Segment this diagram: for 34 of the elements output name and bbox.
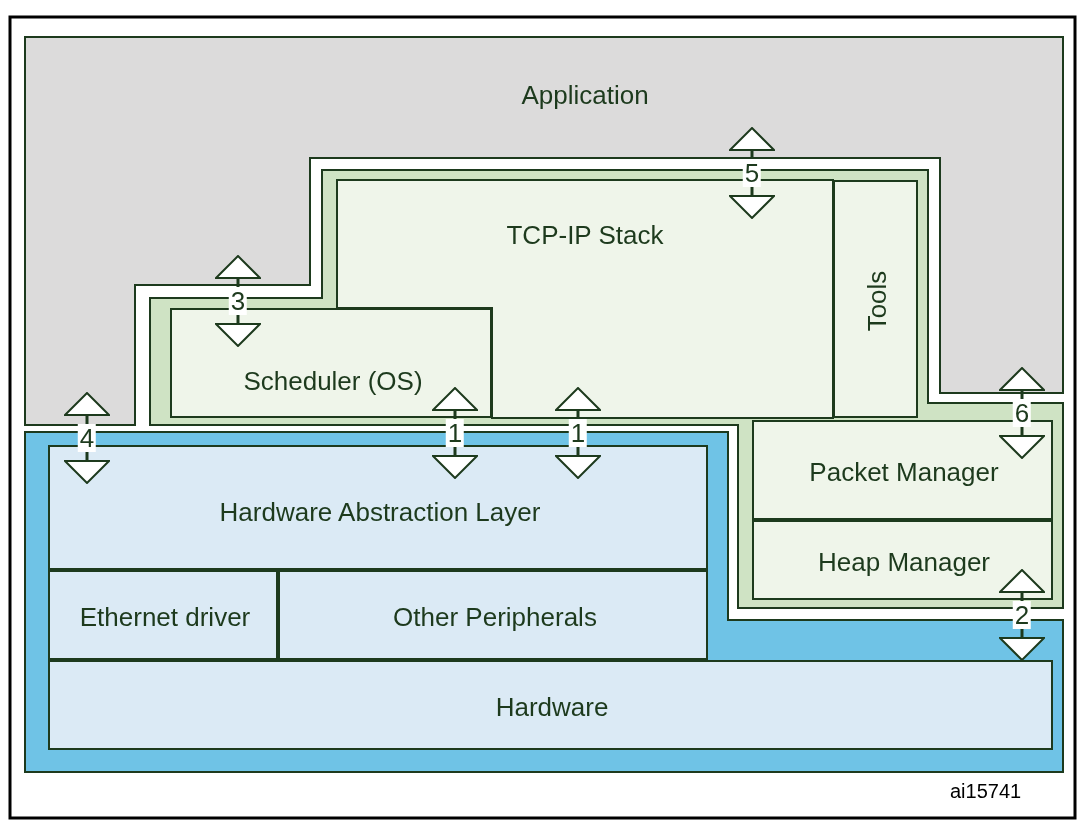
edge-label: 2 [1012,601,1032,629]
edge-label: 5 [742,159,762,187]
layer-box [752,420,1053,520]
layer-label: Tools [862,270,892,332]
layer-label: TCP-IP Stack [506,220,664,250]
layer-label: Heap Manager [818,547,990,577]
double-arrow [999,367,1045,459]
edge-label: 3 [228,287,248,315]
edge-label: 6 [1012,399,1032,427]
double-arrow [999,569,1045,661]
layer-label: Other Peripherals [393,602,597,632]
edge-label: 1 [445,419,465,447]
layer-box [752,520,1053,600]
layer-box [278,570,708,660]
double-arrow [555,387,601,479]
edge-label: 4 [77,424,97,452]
layer-label: Packet Manager [809,457,999,487]
figure-id: ai15741 [950,780,1022,803]
layer-label: Hardware [495,692,609,722]
vertical-layer-box [833,180,918,418]
layer-box [170,308,492,418]
layer-label: Hardware Abstraction Layer [219,497,541,527]
layer-box [48,445,708,570]
layer-label: Application [521,80,649,110]
edge-label: 1 [568,419,588,447]
double-arrow [729,127,775,219]
layer-box [48,660,1053,750]
layer-label: Scheduler (OS) [243,366,423,396]
layer-label: Ethernet driver [79,602,251,632]
double-arrow [432,387,478,479]
layer-box [48,570,278,660]
double-arrow [64,392,110,484]
double-arrow [215,255,261,347]
layer-box [25,37,1063,425]
